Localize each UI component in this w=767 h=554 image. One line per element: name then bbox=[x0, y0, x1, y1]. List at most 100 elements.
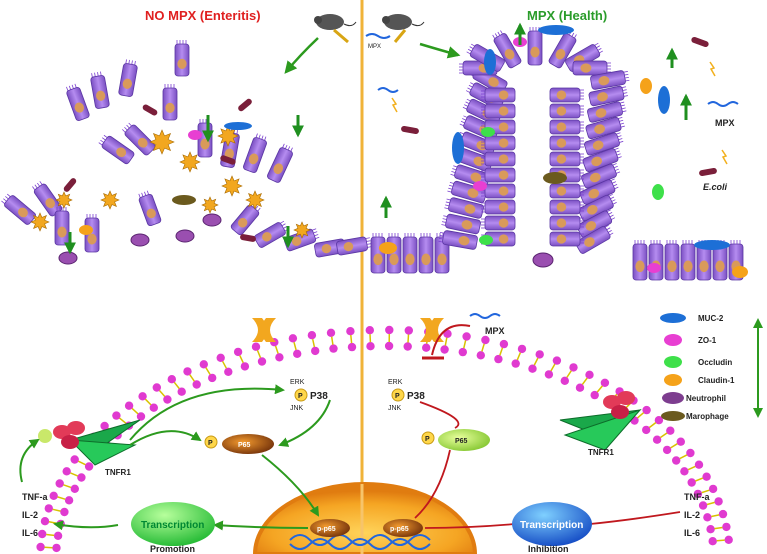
phospho-label: P bbox=[298, 393, 303, 400]
phospho-icon bbox=[421, 431, 435, 445]
phospholipid-tail bbox=[57, 496, 66, 500]
epithelial-cell bbox=[576, 209, 616, 238]
mouse-icon bbox=[314, 14, 357, 30]
epithelial-cell bbox=[122, 122, 156, 156]
epithelial-cell bbox=[549, 151, 584, 167]
epithelial-cell bbox=[481, 135, 516, 151]
phospholipid-head bbox=[346, 327, 355, 336]
phospholipid-head bbox=[163, 395, 172, 404]
phospholipid-tail bbox=[596, 385, 603, 393]
epithelial-cell bbox=[90, 71, 110, 109]
muc2-icon bbox=[224, 122, 252, 130]
phospholipid-head bbox=[481, 335, 490, 345]
pp65-icon-left bbox=[310, 519, 350, 537]
legend-icon-muc2 bbox=[660, 313, 686, 323]
epithelial-cell bbox=[481, 103, 516, 119]
tnfr1-receptor-right bbox=[559, 391, 642, 451]
ecoli-bacterium-icon bbox=[63, 178, 77, 192]
phospholipid-tail bbox=[659, 432, 668, 439]
phospholipid-tail bbox=[701, 489, 710, 494]
phospholipid-tail bbox=[679, 454, 688, 460]
transcription-label-right: Transcription bbox=[520, 520, 583, 531]
phospholipid-head bbox=[149, 403, 158, 412]
left-panel-title: NO MPX (Enteritis) bbox=[145, 8, 261, 23]
epithelial-cell bbox=[447, 180, 487, 204]
phospholipid-head bbox=[216, 353, 225, 362]
arrow-to-cytokines bbox=[53, 520, 119, 531]
epithelial-cell bbox=[118, 59, 138, 97]
transcription-inhibition-icon bbox=[512, 502, 592, 546]
lightning-icon bbox=[709, 61, 716, 77]
phospholipid-head bbox=[544, 370, 554, 379]
epithelial-cell bbox=[549, 231, 584, 247]
phospholipid-head bbox=[307, 331, 317, 340]
phospholipid-head bbox=[590, 390, 599, 400]
phospholipid-head bbox=[38, 529, 47, 539]
legend-icon-claudin1 bbox=[664, 374, 682, 386]
phospholipid-tail bbox=[516, 352, 522, 361]
phospholipid-head bbox=[293, 349, 302, 358]
phospholipid-tail bbox=[714, 526, 723, 530]
erk-label-left: ERK bbox=[290, 379, 305, 386]
legend-label: Neutrophil bbox=[686, 394, 726, 403]
phospholipid-head bbox=[275, 353, 284, 362]
inhibition-label: Inhibition bbox=[528, 544, 569, 554]
damage-burst-icon bbox=[293, 221, 311, 239]
neutrophil-icon bbox=[58, 251, 78, 265]
cytokine-tnfa-left: TNF-a bbox=[22, 492, 48, 502]
epithelial-cell bbox=[664, 240, 680, 281]
occludin-icon bbox=[652, 184, 664, 200]
phospholipid-tail bbox=[695, 477, 704, 482]
phospholipid-tail bbox=[131, 407, 139, 415]
phospholipid-head bbox=[183, 367, 192, 376]
p65-icon-left bbox=[222, 434, 274, 454]
phospho-icon bbox=[391, 388, 405, 402]
phospholipid-tail bbox=[63, 484, 72, 489]
promotion-label: Promotion bbox=[150, 544, 195, 554]
phospholipid-tail bbox=[256, 350, 262, 359]
phospholipid-tail bbox=[499, 347, 504, 356]
mpx-right-label: MPX bbox=[715, 118, 735, 128]
damage-burst-icon bbox=[149, 129, 175, 155]
epithelial-cell bbox=[680, 240, 696, 281]
phospholipid-head bbox=[422, 343, 431, 352]
erk-label-right: ERK bbox=[388, 379, 403, 386]
phospholipid-tail bbox=[581, 377, 588, 385]
damage-burst-icon bbox=[100, 190, 120, 210]
legend-label: Marophage bbox=[686, 412, 729, 421]
neutrophil-icon bbox=[175, 229, 195, 243]
claudin1-icon bbox=[640, 78, 652, 94]
phospholipid-head bbox=[722, 522, 731, 532]
phospholipid-tail bbox=[566, 370, 572, 378]
epithelial-cell bbox=[572, 60, 611, 76]
muc2-icon bbox=[658, 86, 670, 114]
phospholipid-tail bbox=[221, 360, 228, 369]
phospholipid-head bbox=[724, 535, 733, 544]
phospholipid-head bbox=[152, 383, 161, 392]
ecoli-bacterium-icon bbox=[240, 234, 256, 242]
epithelial-cell bbox=[549, 87, 584, 103]
p65-label-left: P65 bbox=[238, 442, 251, 449]
phospho-label: P bbox=[425, 436, 430, 443]
right-panel-title: MPX (Health) bbox=[527, 8, 607, 23]
phospholipid-head bbox=[476, 351, 485, 360]
phospholipid-head bbox=[192, 380, 201, 389]
phospholipid-head bbox=[642, 405, 651, 415]
phospholipid-head bbox=[676, 437, 685, 446]
phospholipid-head bbox=[257, 357, 267, 366]
epithelial-cell bbox=[581, 163, 621, 189]
phospholipid-head bbox=[326, 328, 336, 337]
phospholipid-tail bbox=[637, 412, 645, 419]
phospholipid-tail bbox=[293, 342, 297, 351]
damage-burst-icon bbox=[221, 175, 243, 197]
phospholipid-tail bbox=[274, 345, 279, 354]
phospholipid-head bbox=[55, 479, 64, 488]
epithelial-cell bbox=[162, 84, 178, 121]
arrow-cytokines-to-tnf bbox=[19, 438, 40, 483]
phospho-icon bbox=[204, 435, 218, 449]
phospholipid-head bbox=[404, 326, 413, 335]
inhibit-line bbox=[431, 324, 471, 356]
transcription-promotion-icon bbox=[131, 502, 215, 546]
gavage-syringe-icon bbox=[333, 28, 349, 44]
healthy-epithelium bbox=[370, 22, 748, 281]
